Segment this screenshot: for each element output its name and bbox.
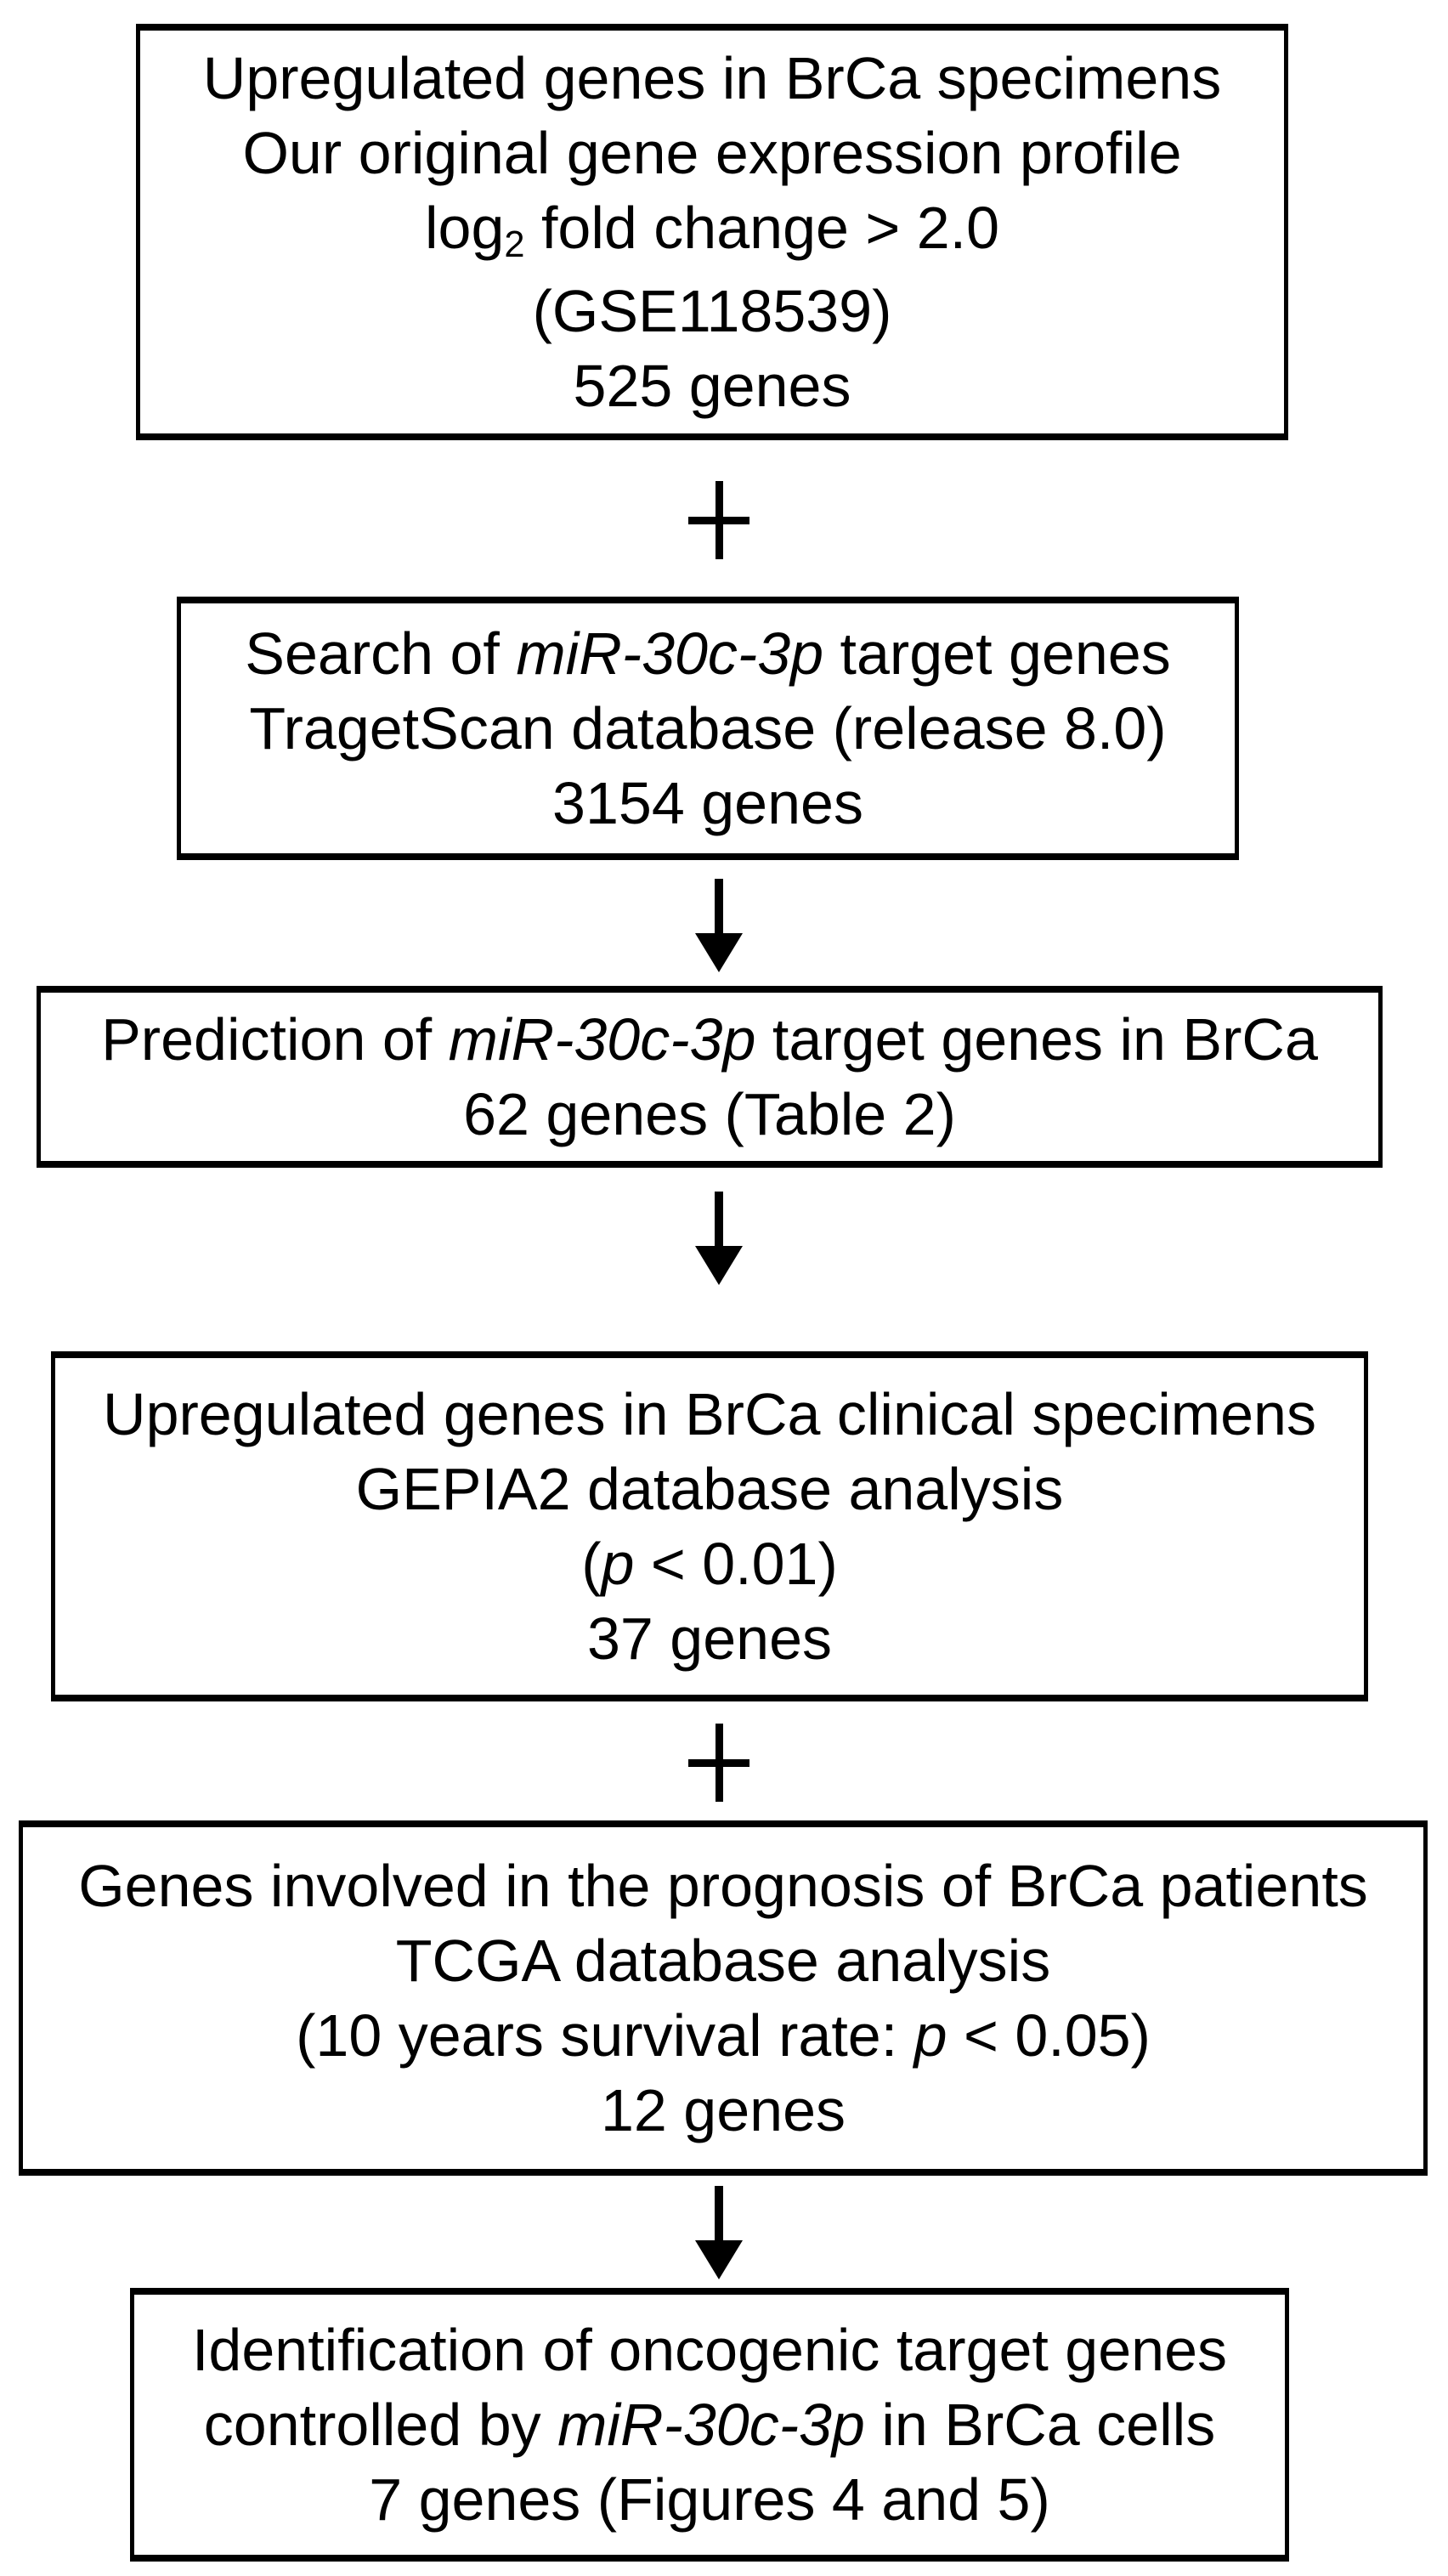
box-text-line: Identification of oncogenic target genes — [191, 2317, 1228, 2383]
box-text-line: log2 fold change > 2.0 — [424, 195, 1000, 265]
arrow-head — [695, 1246, 743, 1285]
box-text-line: 37 genes — [586, 1605, 833, 1672]
box-text-line: Prediction of miR-30c-3p target genes in… — [101, 1006, 1318, 1073]
arrow-down-icon — [695, 2186, 743, 2279]
plus-horizontal-bar — [688, 1758, 749, 1767]
arrow-shaft — [715, 2186, 723, 2242]
box-text-line: (GSE118539) — [532, 278, 892, 344]
plus-icon — [688, 1724, 749, 1802]
box-text-line: 7 genes (Figures 4 and 5) — [369, 2466, 1050, 2533]
plus-icon — [688, 481, 749, 559]
box-identification-oncogenic-target-genes: Identification of oncogenic target genes… — [130, 2288, 1289, 2562]
box-prediction-mir-30c-3p-target-genes: Prediction of miR-30c-3p target genes in… — [37, 986, 1383, 1168]
box-text-line: Genes involved in the prognosis of BrCa … — [78, 1853, 1368, 1919]
box-text-line: controlled by miR-30c-3p in BrCa cells — [203, 2392, 1216, 2458]
arrow-shaft — [715, 1192, 723, 1248]
box-text-line: Our original gene expression profile — [242, 120, 1182, 186]
box-text-line: Search of miR-30c-3p target genes — [245, 620, 1171, 687]
box-text-line: GEPIA2 database analysis — [355, 1456, 1064, 1522]
box-text-line: Upregulated genes in BrCa clinical speci… — [103, 1381, 1316, 1447]
arrow-down-icon — [695, 879, 743, 972]
box-text-line: 12 genes — [600, 2077, 846, 2143]
box-text-line: 62 genes (Table 2) — [463, 1081, 956, 1147]
box-text-line: TragetScan database (release 8.0) — [249, 695, 1167, 761]
box-text-line: (10 years survival rate: p < 0.05) — [296, 2002, 1151, 2069]
arrow-shaft — [715, 879, 723, 935]
arrow-head — [695, 933, 743, 972]
arrow-down-icon — [695, 1192, 743, 1285]
box-text-line: (p < 0.01) — [581, 1531, 838, 1597]
box-text-line: 525 genes — [573, 353, 851, 419]
box-text-line: 3154 genes — [552, 770, 863, 836]
plus-horizontal-bar — [688, 516, 749, 524]
box-text-line: Upregulated genes in BrCa specimens — [202, 45, 1222, 111]
arrow-head — [695, 2240, 743, 2279]
box-text-line: TCGA database analysis — [395, 1928, 1051, 1994]
box-upregulated-genes-brca-clinical-specimens: Upregulated genes in BrCa clinical speci… — [51, 1351, 1368, 1701]
box-genes-prognosis-brca-patients: Genes involved in the prognosis of BrCa … — [19, 1820, 1428, 2176]
